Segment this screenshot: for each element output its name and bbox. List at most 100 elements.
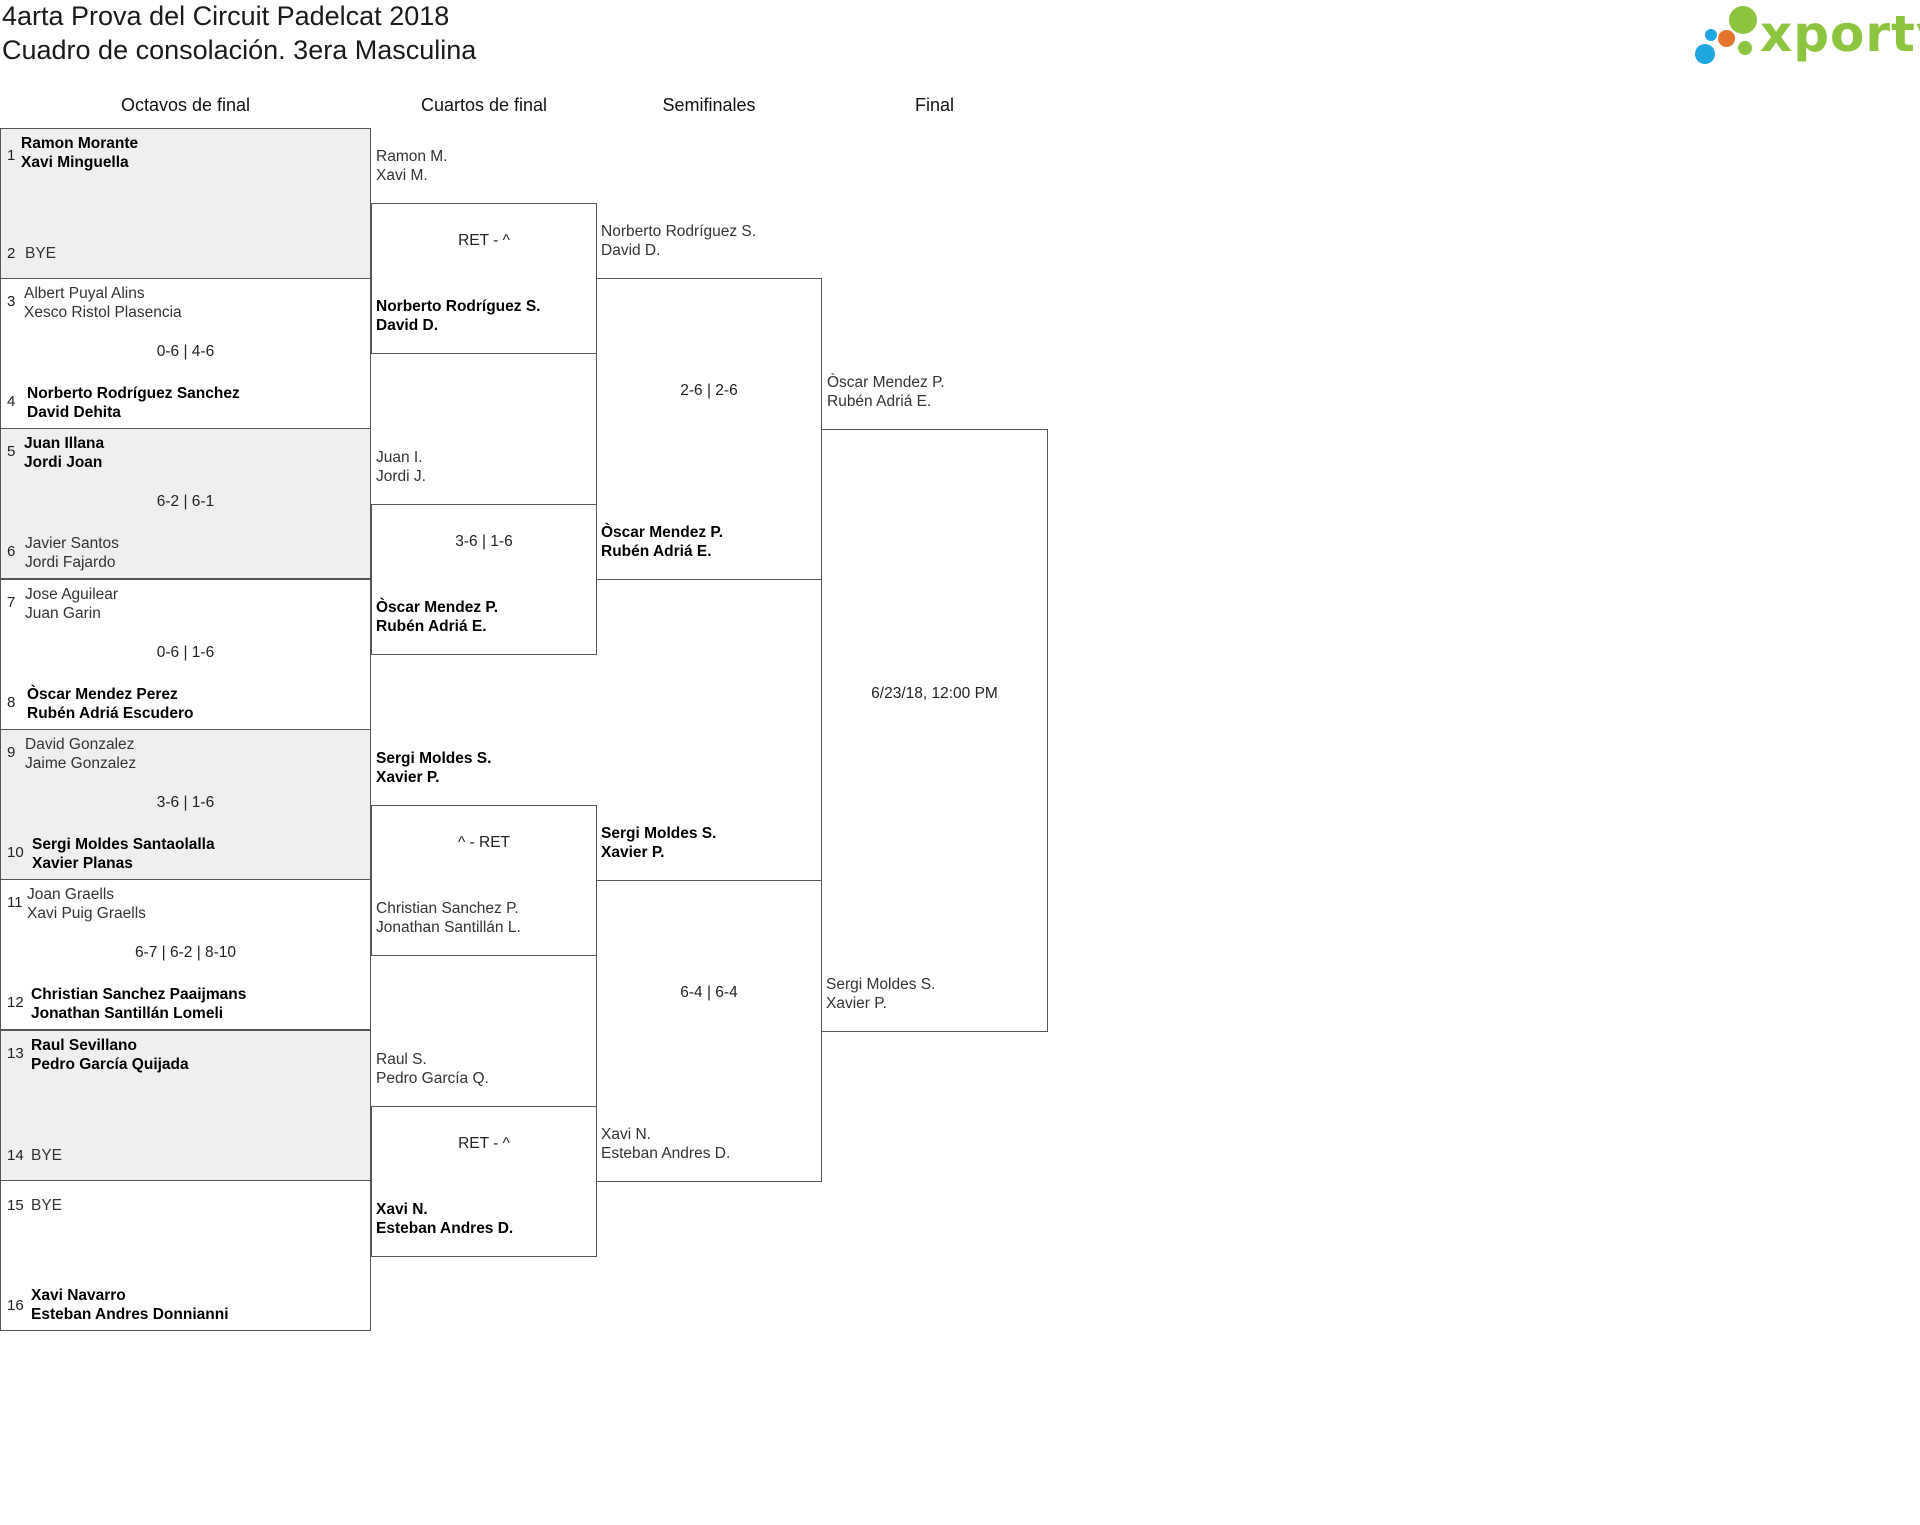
seed-number: 14: [7, 1147, 24, 1164]
octavos-match-1-team-bottom: BYE: [25, 244, 56, 263]
cuartos-match-3[interactable]: ^ - RET Christian Sanchez P. Jonathan Sa…: [371, 805, 597, 956]
match-score: RET - ^: [458, 232, 510, 249]
player-name: Albert Puyal Alins: [24, 285, 145, 302]
cuartos-match-1[interactable]: RET - ^ Norberto Rodríguez S. David D.: [371, 203, 597, 354]
cuartos-4-team-bottom: Xavi N. Esteban Andres D.: [376, 1200, 513, 1238]
logo-dot-green-small: [1738, 41, 1752, 55]
player-name: Xavi N.: [376, 1201, 428, 1218]
octavos-match-8-team-bottom: Xavi Navarro Esteban Andres Donnianni: [31, 1286, 229, 1324]
match-score: 3-6 | 1-6: [156, 794, 215, 811]
seed-number: 5: [7, 443, 16, 460]
round-header-cuartos: Cuartos de final: [420, 95, 548, 115]
player-name: David Gonzalez: [25, 736, 135, 753]
player-name: BYE: [25, 245, 57, 262]
octavos-match-5[interactable]: 9 David Gonzalez Jaime Gonzalez 3-6 | 1-…: [0, 729, 371, 880]
octavos-match-7[interactable]: 13 Raul Sevillano Pedro García Quijada 1…: [0, 1030, 371, 1181]
player-name: Raul Sevillano: [31, 1037, 137, 1054]
player-name: BYE: [31, 1147, 63, 1164]
player-name: Òscar Mendez P.: [601, 524, 724, 541]
octavos-match-5-team-top: David Gonzalez Jaime Gonzalez: [25, 735, 136, 773]
octavos-match-7-team-top: Raul Sevillano Pedro García Quijada: [31, 1036, 189, 1074]
octavos-match-4-team-top: Jose Aguilear Juan Garin: [25, 585, 118, 623]
round-header-octavos: Octavos de final: [120, 95, 251, 115]
octavos-match-7-team-bottom: BYE: [31, 1146, 62, 1165]
player-name: David D.: [601, 242, 661, 259]
player-name: Juan Garin: [25, 605, 101, 622]
seed-number: 16: [7, 1297, 24, 1314]
octavos-match-2[interactable]: 3 Albert Puyal Alins Xesco Ristol Plasen…: [0, 278, 371, 429]
cuartos-2-team-top: Juan I. Jordi J.: [376, 448, 426, 486]
player-name: Jaime Gonzalez: [25, 755, 137, 772]
player-name: Raul S.: [376, 1051, 427, 1068]
octavos-match-4-team-bottom: Òscar Mendez Perez Rubén Adriá Escudero: [27, 685, 194, 723]
final-team-bottom: Sergi Moldes S. Xavier P.: [826, 975, 935, 1013]
player-name: Javier Santos: [25, 535, 119, 552]
semifinal-match-2[interactable]: 6-4 | 6-4 Xavi N. Esteban Andres D.: [596, 880, 822, 1182]
match-score: 0-6 | 4-6: [156, 343, 215, 360]
cuartos-match-4[interactable]: RET - ^ Xavi N. Esteban Andres D.: [371, 1106, 597, 1257]
octavos-match-8[interactable]: 15 BYE 16 Xavi Navarro Esteban Andres Do…: [0, 1180, 371, 1331]
match-score: 2-6 | 2-6: [680, 382, 738, 399]
logo-dot-blue: [1695, 44, 1715, 64]
player-name: Ramon Morante: [21, 135, 139, 152]
seed-number: 4: [7, 393, 16, 410]
player-name: Xavi M.: [376, 167, 428, 184]
seed-number: 6: [7, 543, 16, 560]
final-match[interactable]: 6/23/18, 12:00 PM Sergi Moldes S. Xavier…: [821, 429, 1048, 1032]
octavos-match-2-team-top: Albert Puyal Alins Xesco Ristol Plasenci…: [24, 284, 182, 322]
cuartos-3-team-top: Sergi Moldes S. Xavier P.: [376, 749, 491, 787]
player-name: Esteban Andres D.: [601, 1145, 731, 1162]
seed-number: 11: [7, 894, 23, 911]
player-name: Sergi Moldes S.: [601, 825, 717, 842]
match-score: 6-4 | 6-4: [680, 984, 738, 1001]
seed-number: 1: [7, 147, 16, 164]
cuartos-1-team-top: Ramon M. Xavi M.: [376, 147, 448, 185]
player-name: Xavi Minguella: [21, 154, 129, 171]
player-name: Norberto Rodríguez S.: [376, 298, 541, 315]
player-name: Jordi Joan: [24, 454, 103, 471]
octavos-match-3-team-top: Juan Illana Jordi Joan: [24, 434, 104, 472]
octavos-match-1[interactable]: 1 Ramon Morante Xavi Minguella 2 BYE: [0, 128, 371, 279]
player-name: David Dehita: [27, 404, 121, 421]
player-name: Xavi Puig Graells: [27, 905, 146, 922]
player-name: Sergi Moldes Santaolalla: [32, 836, 215, 853]
logo-dot-blue-small: [1705, 29, 1717, 41]
final-team-top: Òscar Mendez P. Rubén Adriá E.: [827, 373, 945, 411]
cuartos-4-team-top: Raul S. Pedro García Q.: [376, 1050, 489, 1088]
octavos-match-1-team-top: Ramon Morante Xavi Minguella: [21, 134, 138, 172]
octavos-match-6-team-top: Joan Graells Xavi Puig Graells: [27, 885, 146, 923]
player-name: Sergi Moldes S.: [826, 976, 936, 993]
player-name: Òscar Mendez Perez: [27, 686, 178, 703]
player-name: Xavier P.: [376, 769, 440, 786]
player-name: Pedro García Quijada: [31, 1056, 189, 1073]
player-name: Rubén Adriá E.: [601, 543, 712, 560]
seed-number: 10: [7, 844, 24, 861]
seed-number: 12: [7, 994, 24, 1011]
player-name: Jonathan Santillán L.: [376, 919, 521, 936]
octavos-match-2-team-bottom: Norberto Rodríguez Sanchez David Dehita: [27, 384, 240, 422]
player-name: Rubén Adriá Escudero: [27, 705, 194, 722]
round-header-final: Final: [914, 95, 954, 115]
player-name: Jonathan Santillán Lomeli: [31, 1005, 224, 1022]
player-name: Òscar Mendez P.: [376, 599, 499, 616]
octavos-match-8-team-top: BYE: [31, 1196, 62, 1215]
player-name: Xavi N.: [601, 1126, 651, 1143]
xporty-logo[interactable]: xporty: [1695, 3, 1920, 73]
player-name: Juan I.: [376, 449, 423, 466]
semis-2-team-top: Sergi Moldes S. Xavier P.: [601, 824, 716, 862]
cuartos-match-2[interactable]: 3-6 | 1-6 Òscar Mendez P. Rubén Adriá E.: [371, 504, 597, 655]
octavos-match-4[interactable]: 7 Jose Aguilear Juan Garin 0-6 | 1-6 8 Ò…: [0, 579, 371, 730]
player-name: Jose Aguilear: [25, 586, 119, 603]
logo-dot-green: [1729, 6, 1757, 34]
round-header-semifinales: Semifinales: [662, 95, 756, 115]
seed-number: 3: [7, 293, 16, 310]
player-name: Xesco Ristol Plasencia: [24, 304, 182, 321]
player-name: Esteban Andres Donnianni: [31, 1306, 229, 1323]
seed-number: 13: [7, 1045, 24, 1062]
octavos-match-6[interactable]: 11 Joan Graells Xavi Puig Graells 6-7 | …: [0, 879, 371, 1030]
cuartos-1-team-bottom: Norberto Rodríguez S. David D.: [376, 297, 540, 335]
player-name: Christian Sanchez P.: [376, 900, 519, 917]
semifinal-match-1[interactable]: 2-6 | 2-6 Òscar Mendez P. Rubén Adriá E.: [596, 278, 822, 580]
player-name: Jordi J.: [376, 468, 426, 485]
octavos-match-3[interactable]: 5 Juan Illana Jordi Joan 6-2 | 6-1 6 Jav…: [0, 428, 371, 579]
